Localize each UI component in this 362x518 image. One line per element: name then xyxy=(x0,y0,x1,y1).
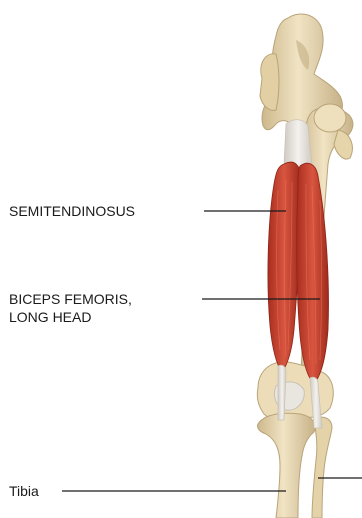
biceps-femoris-label-line1: BICEPS FEMORIS, xyxy=(9,290,132,308)
tibia-label: Tibia xyxy=(9,482,39,500)
semitendinosus-label-text: SEMITENDINOSUS xyxy=(9,203,135,219)
semitendinosus-label: SEMITENDINOSUS xyxy=(9,202,135,220)
sacrum-bone xyxy=(260,54,279,111)
greater-trochanter xyxy=(334,130,352,159)
fibula-bone xyxy=(312,417,332,518)
femoral-head xyxy=(314,104,346,132)
biceps-femoris-label-line2: LONG HEAD xyxy=(9,308,132,326)
tibia-bone xyxy=(257,413,315,518)
tibia-label-text: Tibia xyxy=(9,483,39,499)
biceps-femoris-label: BICEPS FEMORIS, LONG HEAD xyxy=(9,290,132,326)
